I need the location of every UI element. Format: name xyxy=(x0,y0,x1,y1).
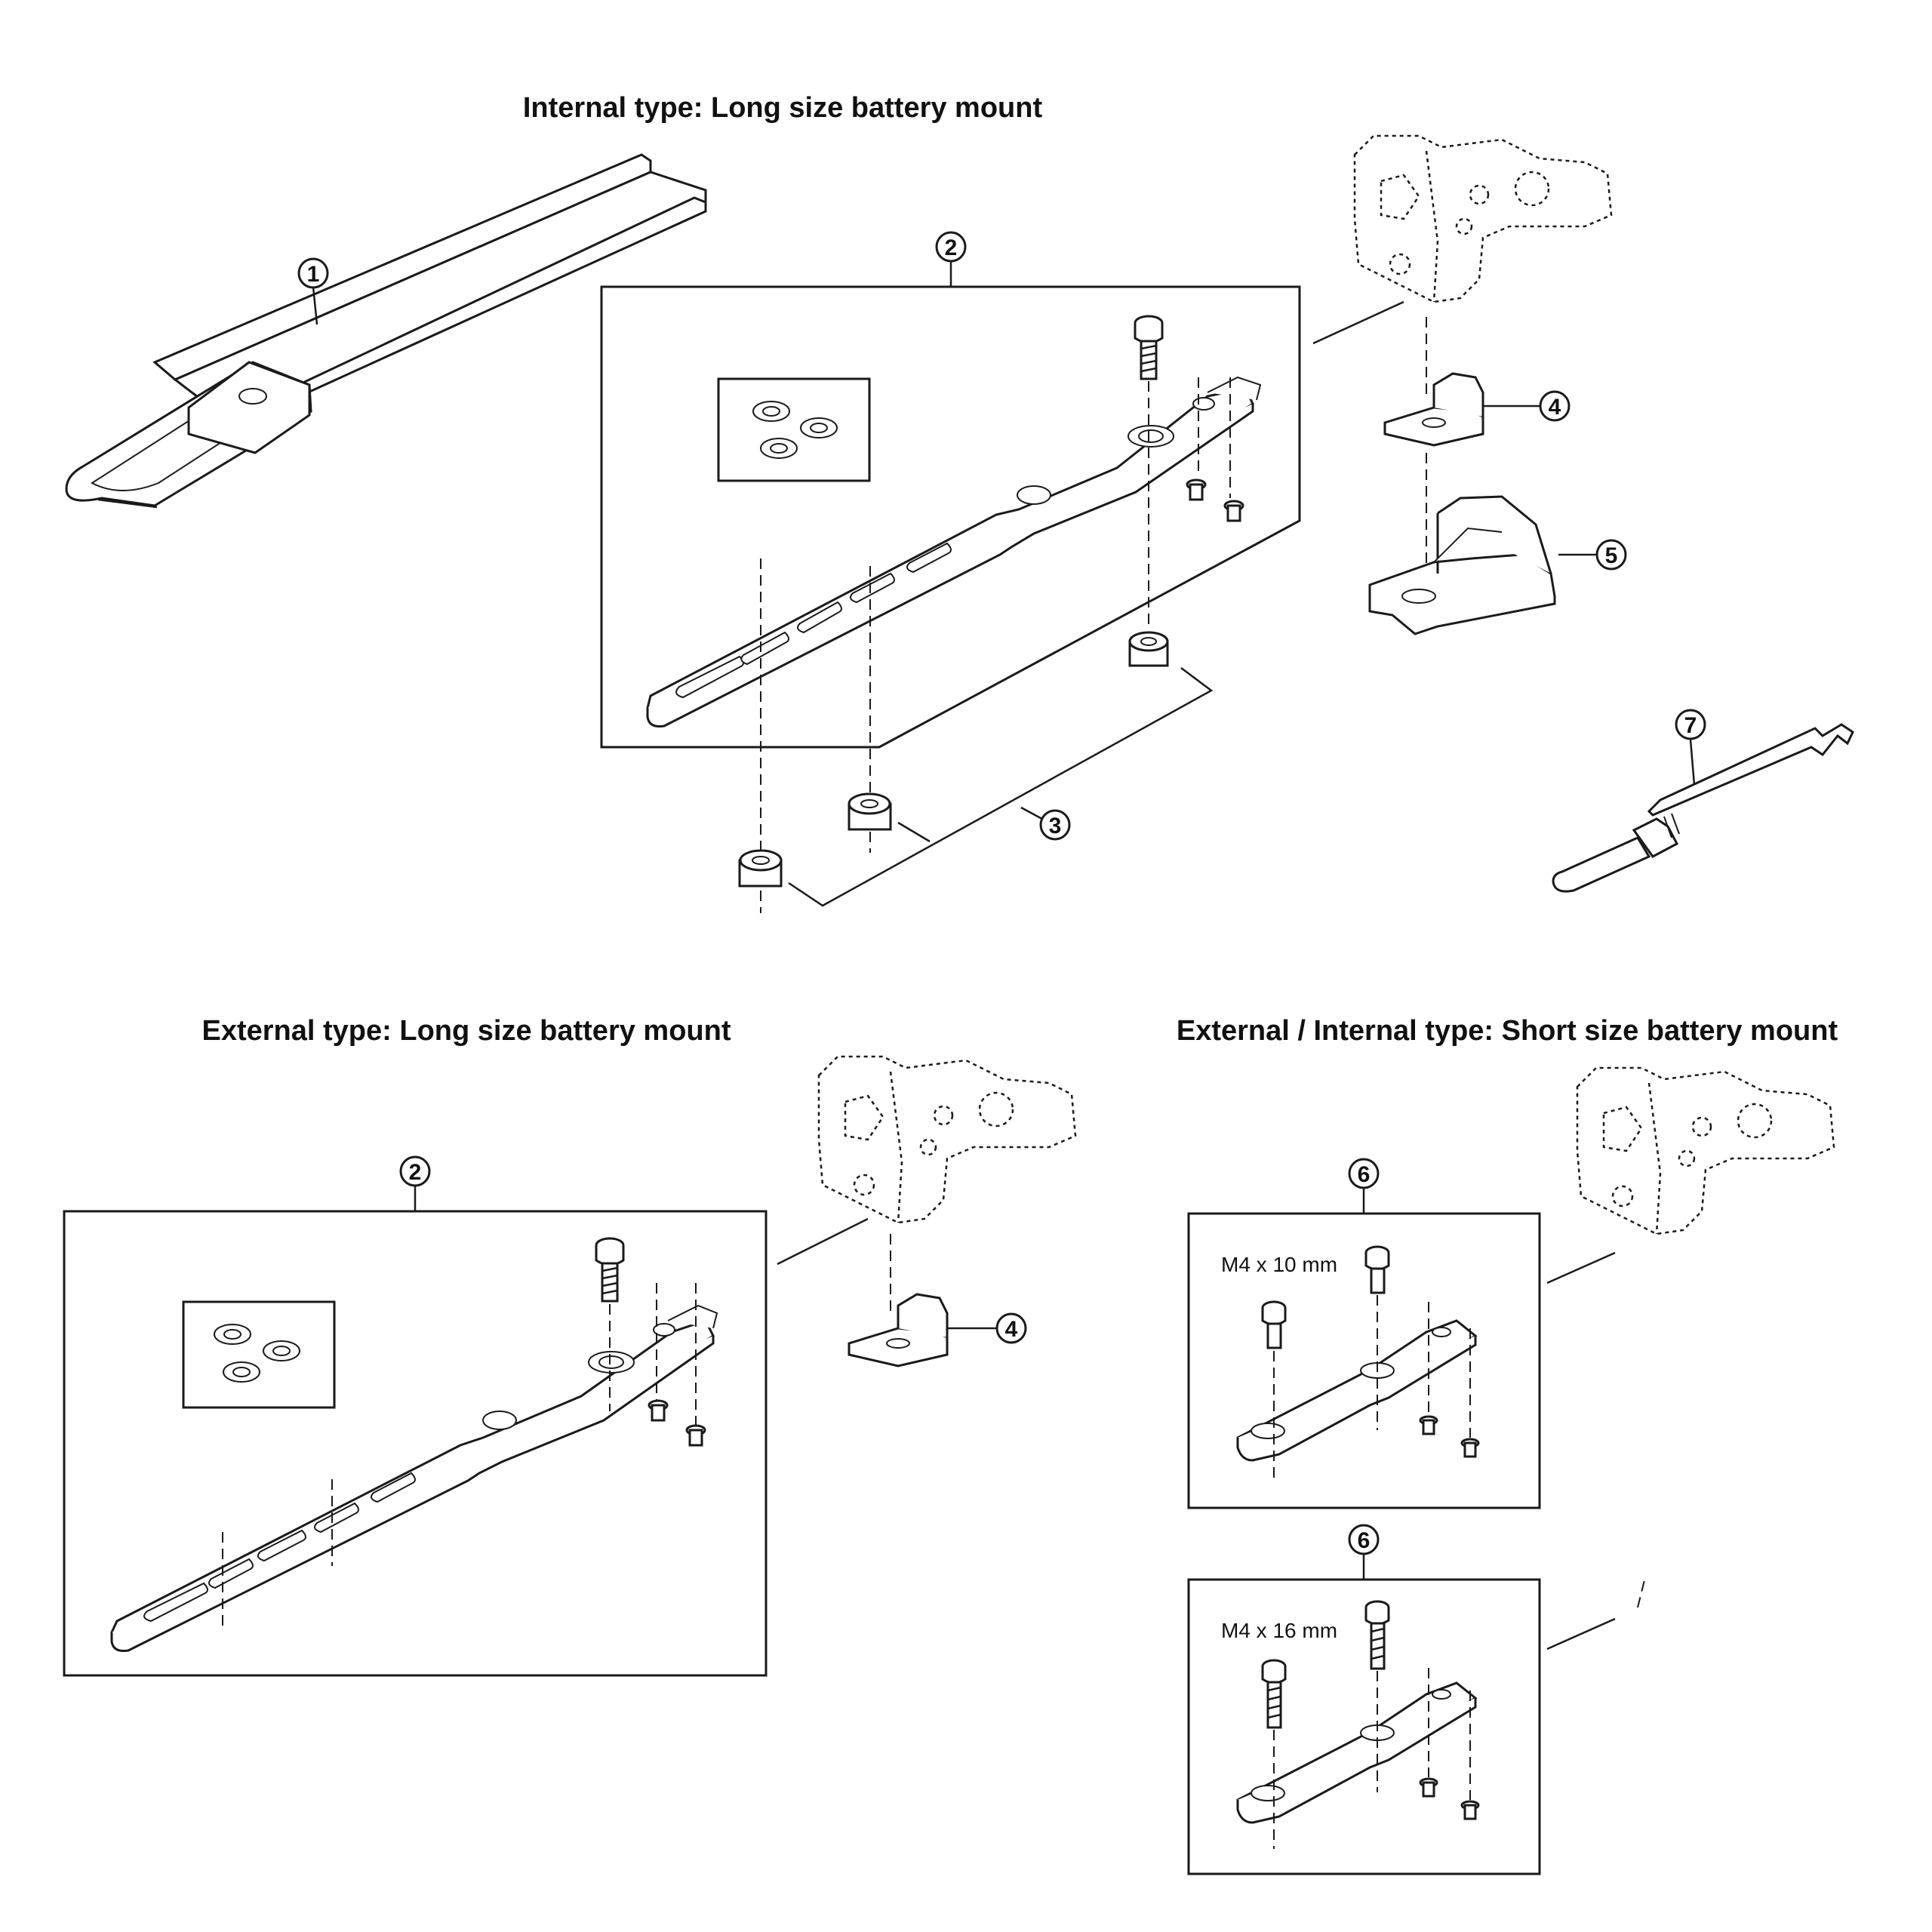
svg-text:7: 7 xyxy=(1684,713,1697,738)
part-5-holder xyxy=(1368,495,1556,635)
washers-internal xyxy=(752,401,838,459)
part-2-box-internal xyxy=(600,285,1301,749)
svg-text:2: 2 xyxy=(945,235,958,260)
small-screws-external xyxy=(648,1399,706,1447)
svg-text:6: 6 xyxy=(1358,1162,1371,1187)
callout-6-upper: 6 xyxy=(1348,1158,1380,1189)
svg-text:4: 4 xyxy=(1549,395,1561,420)
frame-bracket-short xyxy=(1576,1066,1835,1235)
frame-bracket-top xyxy=(1353,134,1613,303)
short-mount-plate-upper xyxy=(1236,1319,1478,1462)
bolt-size-label-lower: M4 x 16 mm xyxy=(1221,1619,1337,1642)
callout-6-lower: 6 xyxy=(1348,1524,1380,1555)
callout-2-internal: 2 xyxy=(935,231,967,263)
title-internal-long: Internal type: Long size battery mount xyxy=(523,92,1043,124)
part-4-battery-lock-external xyxy=(848,1293,949,1367)
bolt-internal xyxy=(1134,315,1164,380)
svg-text:4: 4 xyxy=(1005,1317,1018,1342)
callout-3: 3 xyxy=(1039,809,1071,841)
bolt-size-label-upper: M4 x 10 mm xyxy=(1221,1253,1337,1276)
title-short: External / Internal type: Short size bat… xyxy=(1177,1015,1838,1047)
callout-5: 5 xyxy=(1595,539,1627,571)
washer-inset-internal xyxy=(717,377,871,482)
small-screws-internal xyxy=(1186,478,1244,522)
part-1-guide-rail xyxy=(65,153,707,509)
long-mount-plate-external xyxy=(110,1304,718,1652)
svg-text:2: 2 xyxy=(409,1160,422,1185)
bolt-external xyxy=(595,1237,625,1303)
svg-text:6: 6 xyxy=(1358,1528,1371,1553)
callout-4-external: 4 xyxy=(995,1312,1027,1344)
frame-bracket-external xyxy=(817,1055,1077,1224)
bolt-short-b xyxy=(1364,1245,1390,1294)
callout-4-top: 4 xyxy=(1539,390,1571,422)
bolt-long-a xyxy=(1261,1659,1287,1729)
washer-inset-external xyxy=(182,1300,336,1409)
svg-text:1: 1 xyxy=(307,262,320,287)
part-4-battery-lock-top xyxy=(1383,372,1484,447)
part-7-tool xyxy=(1552,723,1854,893)
bolt-short-a xyxy=(1261,1300,1287,1349)
svg-text:3: 3 xyxy=(1049,814,1062,838)
callout-7: 7 xyxy=(1675,709,1706,740)
small-screws-short-lower xyxy=(1419,1777,1480,1820)
callout-1: 1 xyxy=(297,257,329,289)
small-screws-short-upper xyxy=(1419,1415,1480,1458)
long-mount-plate-internal xyxy=(646,376,1262,728)
bolt-long-b xyxy=(1364,1600,1390,1670)
short-mount-plate-lower xyxy=(1236,1681,1478,1824)
callout-2-external: 2 xyxy=(399,1155,431,1187)
washers-external xyxy=(214,1324,300,1383)
svg-text:5: 5 xyxy=(1605,543,1618,568)
part-3-spacers xyxy=(738,631,1169,888)
title-external-long: External type: Long size battery mount xyxy=(202,1015,731,1047)
